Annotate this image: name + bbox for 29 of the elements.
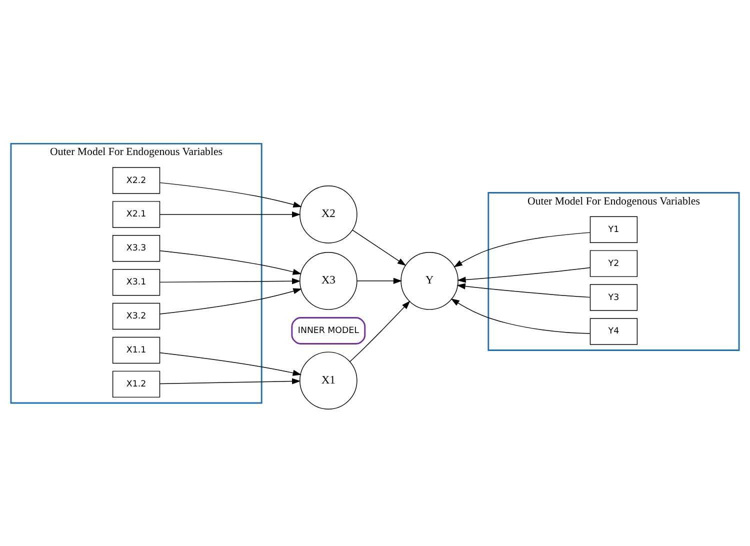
node-box: Y1 <box>590 216 638 242</box>
node-circle: X2 <box>300 185 358 243</box>
node-box: Y3 <box>590 284 638 310</box>
arrow <box>159 250 302 274</box>
arrow <box>159 378 301 384</box>
arrow <box>159 278 301 284</box>
node-box: INNER MODEL <box>291 316 366 344</box>
node-circle: X3 <box>300 252 358 310</box>
arrow <box>352 229 406 266</box>
node-box: X3.3 <box>112 234 160 262</box>
arrow <box>159 352 302 376</box>
node-box: X3.1 <box>112 268 160 296</box>
arrow <box>454 232 590 267</box>
arrow <box>159 210 301 217</box>
arrow <box>160 182 302 208</box>
arrow <box>456 282 590 298</box>
arrow <box>457 266 591 282</box>
arrow <box>356 277 402 284</box>
node-box: Y4 <box>590 318 638 344</box>
arrow <box>450 298 590 334</box>
arrow <box>160 288 302 314</box>
node-box: X2.2 <box>112 166 160 194</box>
node-box: X1.2 <box>112 370 160 398</box>
node-box: X2.1 <box>112 200 160 228</box>
node-box: X1.1 <box>112 336 160 364</box>
node-box: Y2 <box>590 250 638 276</box>
node-box: X3.2 <box>112 302 160 330</box>
node-circle: X1 <box>300 351 358 409</box>
arrow <box>350 300 410 362</box>
